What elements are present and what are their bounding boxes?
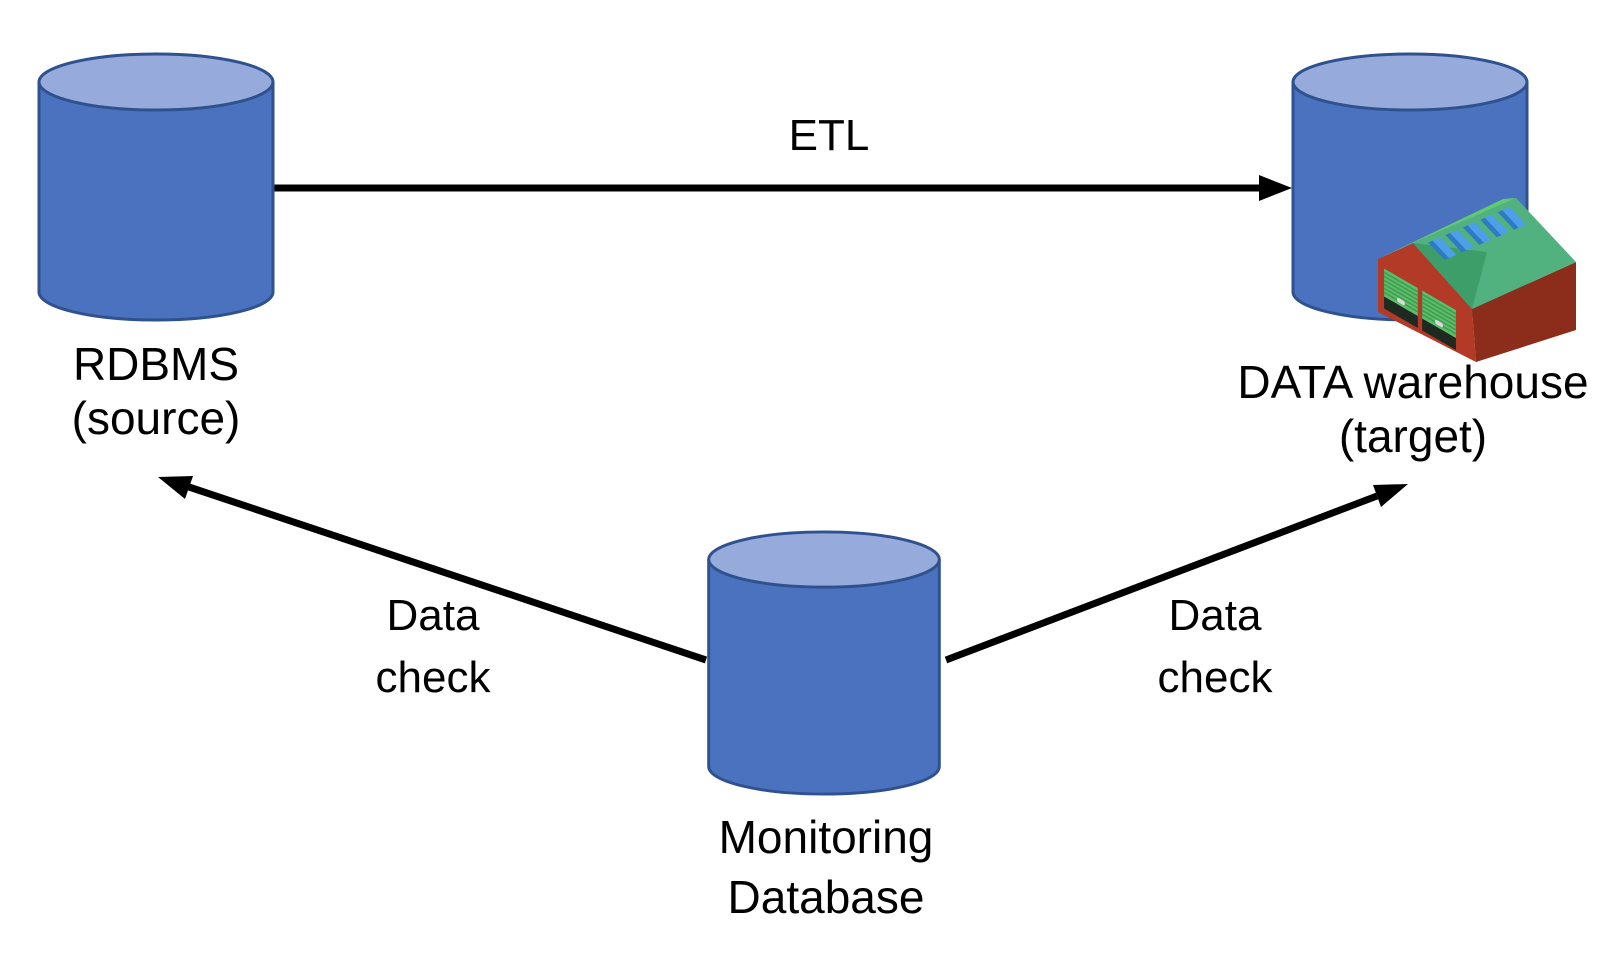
skylight-side [1428, 240, 1450, 261]
cylinder-body [707, 559, 941, 796]
door-handle [1397, 297, 1405, 306]
skylight-pane [1497, 206, 1527, 230]
skylight-pane [1462, 222, 1492, 245]
cylinder-top [37, 52, 275, 112]
data-check-right-line [944, 492, 1379, 664]
database-cylinder-icon [707, 530, 941, 796]
skylight-icon [1462, 222, 1492, 245]
etl-arrow [272, 175, 1292, 201]
skylight-pane [1445, 229, 1474, 253]
edge-label-line: Data [1168, 591, 1262, 640]
skylight-pane [1480, 214, 1509, 238]
cylinder-top [1291, 52, 1529, 112]
data-check-right-arrowhead-icon [1373, 484, 1408, 507]
garage-door-icon [1422, 290, 1456, 350]
skylight-side [1462, 225, 1484, 245]
node-label-line: Database [727, 871, 925, 923]
node-label-monitoring-database: Monitoring Database [626, 807, 1026, 927]
data-check-arrow-left [158, 476, 708, 664]
edge-label-line: check [1157, 653, 1273, 702]
etl-arrow-label: ETL [788, 111, 870, 160]
etl-arrowhead-icon [1259, 175, 1292, 201]
cylinder-top [707, 530, 941, 589]
door-stripes [1384, 271, 1418, 313]
node-label-data-warehouse-target: DATA warehouse (target) [1213, 355, 1613, 463]
garage-door-icon [1384, 268, 1418, 328]
warehouse-roof-shadow [1413, 243, 1487, 309]
skylight-icon [1428, 237, 1457, 261]
warehouse-building-icon [1378, 198, 1576, 362]
cylinder-body [37, 82, 275, 322]
skylight-icon [1497, 206, 1527, 230]
skylight-side [1445, 232, 1467, 253]
data-check-left-label: Data check [333, 585, 533, 709]
database-cylinder-icon [37, 52, 275, 322]
skylight-side [1497, 210, 1519, 230]
node-label-line: RDBMS [72, 338, 240, 390]
skylight-icon [1445, 229, 1474, 253]
node-label-line: (source) [71, 392, 241, 444]
skylight-icon [1480, 214, 1509, 238]
edge-label-line: check [375, 653, 491, 702]
warehouse-skylights [1428, 206, 1527, 261]
data-check-left-line [187, 483, 708, 664]
node-label-line: DATA warehouse [1237, 356, 1589, 408]
warehouse-side-wall [1472, 262, 1576, 362]
node-label-line: Monitoring [718, 811, 934, 863]
door-handle [1435, 319, 1443, 328]
edge-label-line: Data [386, 591, 480, 640]
data-check-left-arrowhead-icon [158, 476, 193, 499]
data-check-arrow-right [944, 484, 1408, 664]
skylight-side [1480, 217, 1502, 238]
warehouse-doors [1384, 268, 1456, 350]
node-label-line: (target) [1338, 410, 1488, 462]
skylight-pane [1428, 237, 1457, 261]
data-check-right-label: Data check [1115, 585, 1315, 709]
node-label-rdbms-source: RDBMS (source) [0, 337, 336, 445]
